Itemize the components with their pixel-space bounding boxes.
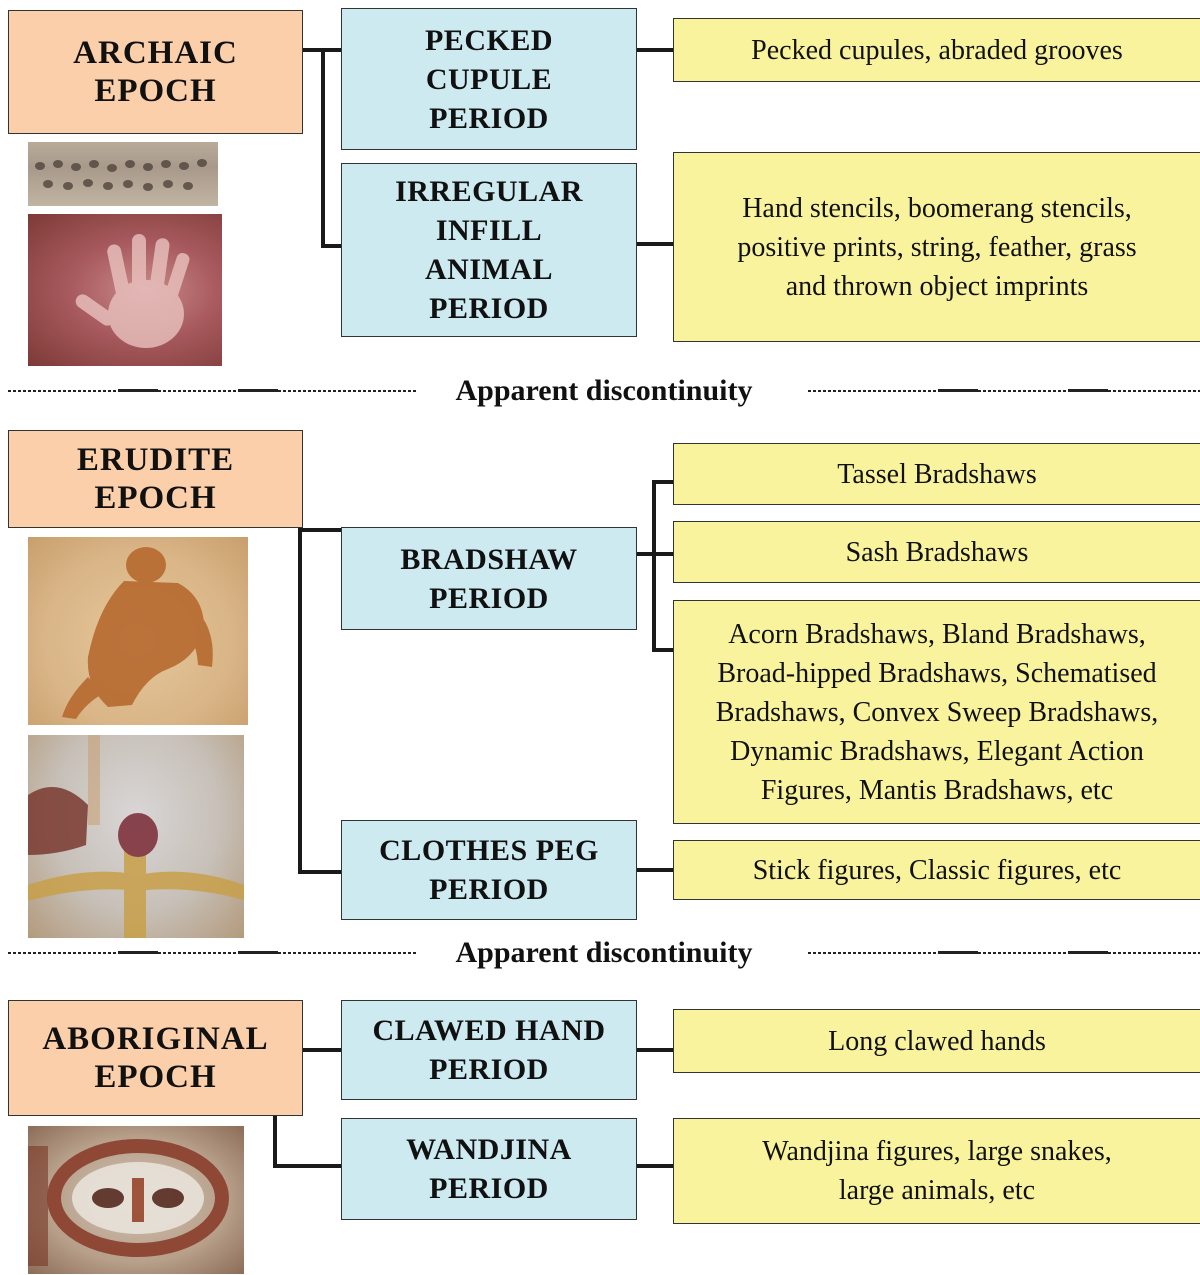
bradshaw-period-label: BRADSHAW PERIOD: [400, 540, 577, 618]
clawed-hand-period-box: CLAWED HAND PERIOD: [341, 1000, 637, 1100]
connector: [637, 868, 673, 872]
irregular-infill-period-label: IRREGULAR INFILL ANIMAL PERIOD: [395, 172, 583, 328]
wandjina-description: Wandjina figures, large snakes, large an…: [673, 1118, 1200, 1224]
irregular-infill-description: Hand stencils, boomerang stencils, posit…: [673, 152, 1200, 342]
connector: [637, 1164, 673, 1168]
clothes-peg-description-text: Stick figures, Classic figures, etc: [753, 851, 1122, 890]
discontinuity-divider-1: Apparent discontinuity: [8, 376, 1200, 406]
hand-stencil-photo: [28, 214, 222, 366]
discontinuity-label-1: Apparent discontinuity: [429, 374, 778, 407]
connector: [298, 528, 341, 532]
sash-bradshaws-text: Sash Bradshaws: [846, 533, 1029, 572]
pecked-cupule-period-label: PECKED CUPULE PERIOD: [425, 21, 553, 138]
connector: [652, 552, 673, 556]
connector: [652, 648, 673, 652]
irregular-infill-period-box: IRREGULAR INFILL ANIMAL PERIOD: [341, 163, 637, 337]
bradshaw-period-box: BRADSHAW PERIOD: [341, 527, 637, 630]
connector: [321, 244, 341, 248]
sash-bradshaws-description: Sash Bradshaws: [673, 521, 1200, 583]
archaic-epoch-box: ARCHAIC EPOCH: [8, 10, 303, 134]
connector: [637, 242, 673, 246]
discontinuity-divider-2: Apparent discontinuity: [8, 938, 1200, 968]
connector: [298, 528, 302, 874]
erudite-epoch-title: ERUDITE EPOCH: [77, 441, 234, 517]
connector: [298, 870, 341, 874]
other-bradshaws-text: Acorn Bradshaws, Bland Bradshaws, Broad-…: [716, 615, 1159, 810]
clawed-hand-period-label: CLAWED HAND PERIOD: [372, 1011, 605, 1089]
pecked-cupule-description-text: Pecked cupules, abraded grooves: [751, 31, 1123, 70]
wandjina-figure-photo: [28, 1126, 244, 1274]
pecked-cupule-period-box: PECKED CUPULE PERIOD: [341, 8, 637, 150]
irregular-infill-description-text: Hand stencils, boomerang stencils, posit…: [737, 189, 1136, 306]
connector: [273, 1116, 277, 1168]
bradshaw-figure-photo: [28, 537, 248, 725]
connector: [303, 1048, 341, 1052]
wandjina-period-box: WANDJINA PERIOD: [341, 1118, 637, 1220]
tassel-bradshaws-description: Tassel Bradshaws: [673, 443, 1200, 505]
pecked-cupule-description: Pecked cupules, abraded grooves: [673, 18, 1200, 82]
erudite-epoch-box: ERUDITE EPOCH: [8, 430, 303, 528]
clothes-peg-description: Stick figures, Classic figures, etc: [673, 840, 1200, 900]
aboriginal-epoch-box: ABORIGINAL EPOCH: [8, 1000, 303, 1116]
clothes-peg-figure-photo: [28, 735, 244, 938]
connector: [321, 48, 325, 248]
connector: [273, 1164, 341, 1168]
cupule-rock-photo: [28, 142, 218, 206]
tassel-bradshaws-text: Tassel Bradshaws: [837, 455, 1036, 494]
connector: [652, 480, 673, 484]
connector: [637, 48, 673, 52]
clothes-peg-period-label: CLOTHES PEG PERIOD: [379, 831, 599, 909]
connector: [637, 1048, 673, 1052]
discontinuity-label-2: Apparent discontinuity: [429, 936, 778, 969]
clothes-peg-period-box: CLOTHES PEG PERIOD: [341, 820, 637, 920]
clawed-hand-description-text: Long clawed hands: [828, 1022, 1046, 1061]
aboriginal-epoch-title: ABORIGINAL EPOCH: [42, 1020, 268, 1096]
wandjina-description-text: Wandjina figures, large snakes, large an…: [762, 1132, 1111, 1210]
archaic-epoch-title: ARCHAIC EPOCH: [73, 34, 238, 110]
other-bradshaws-description: Acorn Bradshaws, Bland Bradshaws, Broad-…: [673, 600, 1200, 824]
wandjina-period-label: WANDJINA PERIOD: [406, 1130, 572, 1208]
clawed-hand-description: Long clawed hands: [673, 1009, 1200, 1073]
connector: [652, 480, 656, 652]
